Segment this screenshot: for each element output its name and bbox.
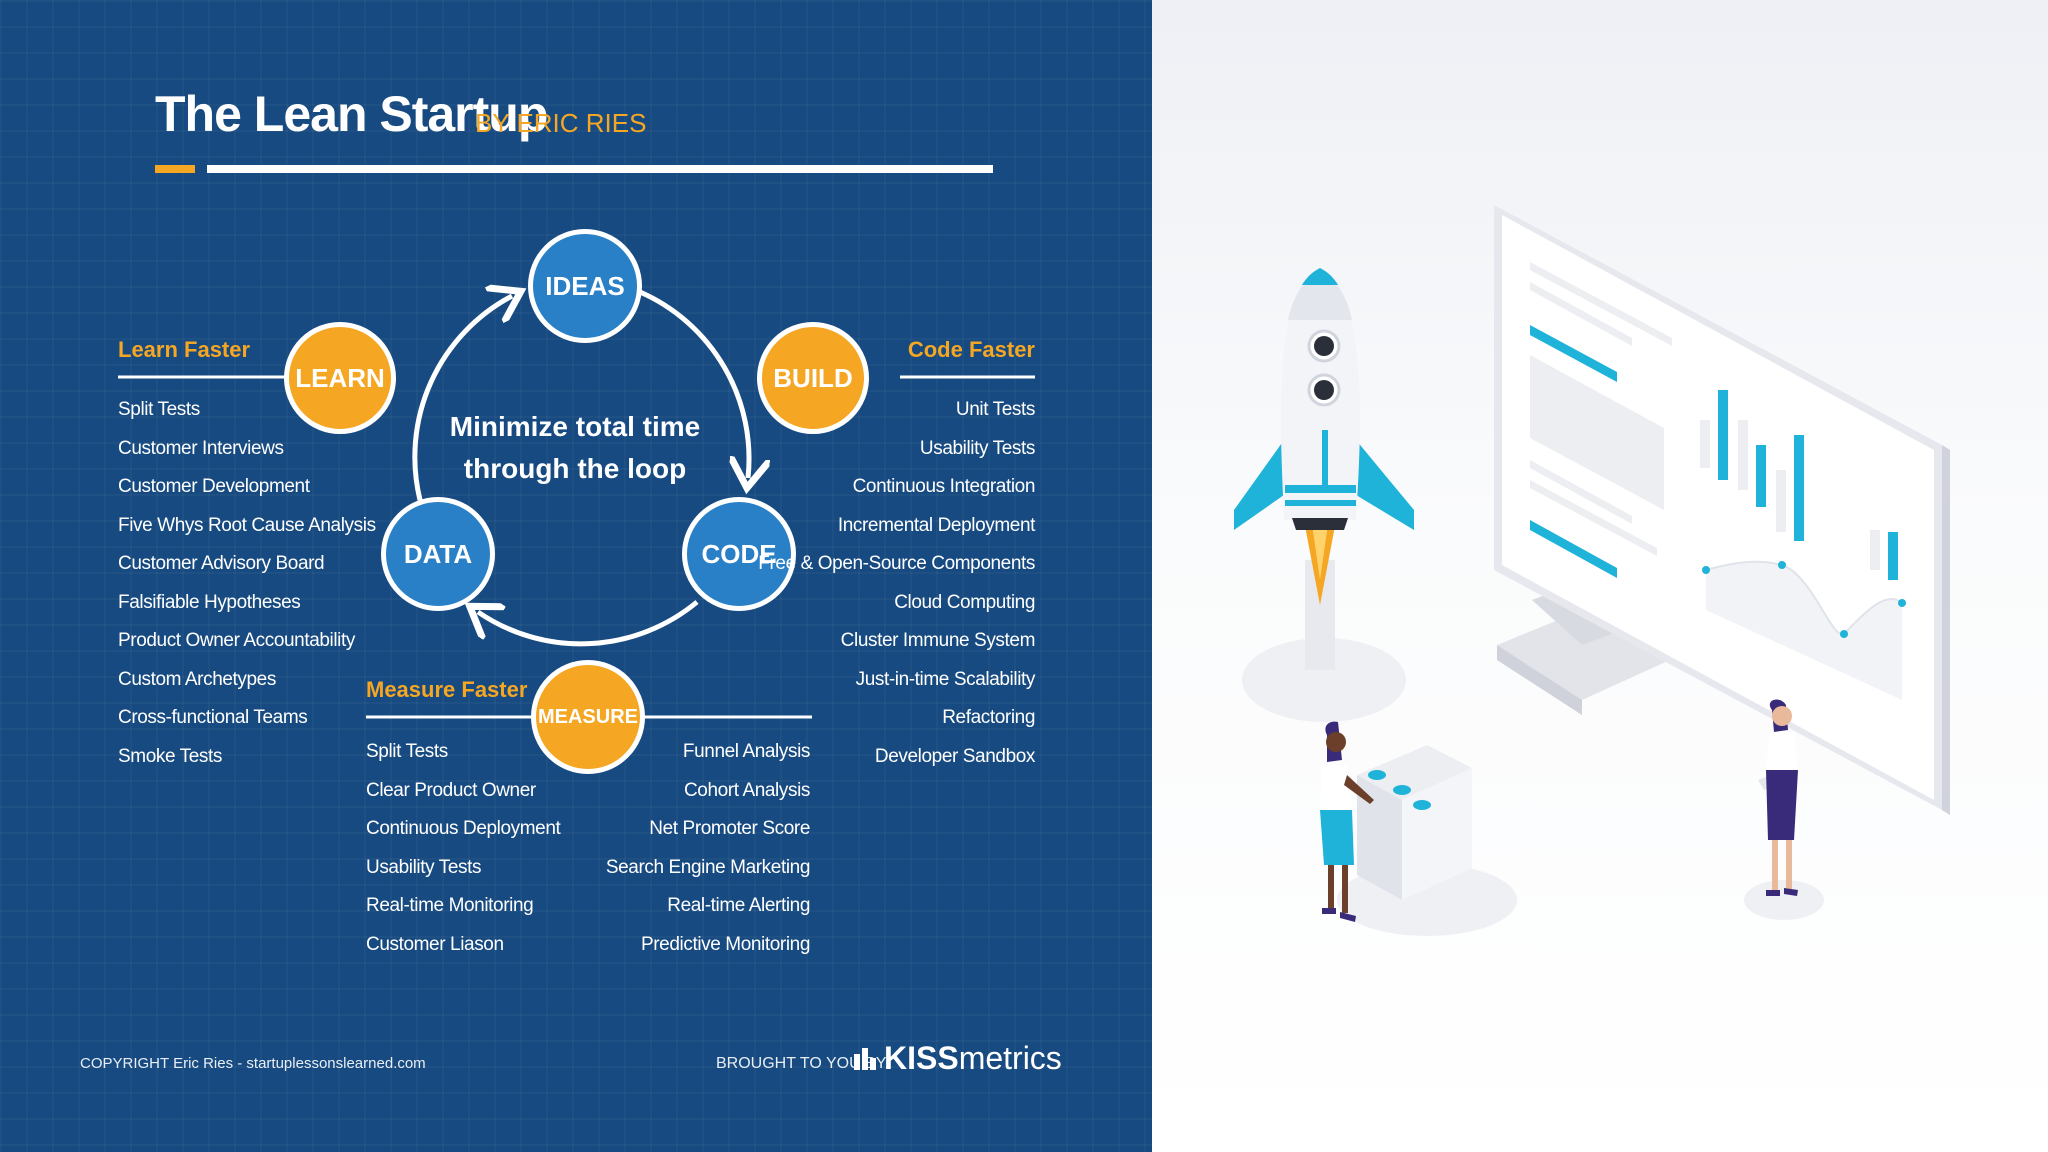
list-item: Net Promoter Score <box>649 818 810 839</box>
arrow-data-to-ideas <box>412 296 512 501</box>
brand-light: metrics <box>958 1040 1062 1076</box>
startup-illustration <box>1234 205 1950 936</box>
monitor-illustration <box>1494 205 1950 815</box>
center-line-2: through the loop <box>463 453 687 484</box>
list-item: Real-time Monitoring <box>366 895 534 916</box>
list-item: Just-in-time Scalability <box>855 668 1036 690</box>
list-item: Developer Sandbox <box>874 745 1035 767</box>
list-item: Cluster Immune System <box>840 630 1036 651</box>
list-item: Continuous Deployment <box>366 818 561 839</box>
infographic-title: The Lean Startup <box>155 86 548 142</box>
list-item: Continuous Integration <box>852 476 1036 497</box>
list-item: Customer Interviews <box>118 437 284 459</box>
list-item: Smoke Tests <box>118 745 223 767</box>
list-item: Customer Liason <box>366 933 504 955</box>
loop-node-code: CODE <box>682 497 796 611</box>
title-accent-bar <box>155 165 195 173</box>
list-item: Five Whys Root Cause Analysis <box>118 514 376 536</box>
arrow-code-to-data <box>478 600 699 647</box>
build-list: Unit Tests Usability Tests Continuous In… <box>758 391 1035 776</box>
list-item: Clear Product Owner <box>366 779 536 801</box>
measure-list-right: Funnel Analysis Cohort Analysis Net Prom… <box>605 733 811 964</box>
kissmetrics-logo-icon <box>854 1048 876 1070</box>
list-item: Usability Tests <box>366 856 482 878</box>
line-chart-icon <box>1702 560 1906 700</box>
loop-node-ideas: IDEAS <box>528 229 642 343</box>
loop-node-data: DATA <box>381 497 495 611</box>
center-line-1: Minimize total time <box>449 411 701 442</box>
measure-heading: Measure Faster <box>366 677 528 702</box>
infographic-byline: BY ERIC RIES <box>475 108 647 138</box>
rocket-illustration <box>1234 268 1414 722</box>
list-item: Falsifiable Hypotheses <box>118 591 301 613</box>
measure-badge: MEASURE <box>531 660 645 774</box>
control-panel-icon <box>1337 745 1517 936</box>
list-item: Unit Tests <box>955 399 1035 420</box>
kissmetrics-brand: KISSmetrics <box>884 1040 1062 1076</box>
woman-figure-left <box>1320 721 1374 922</box>
copyright-text: COPYRIGHT Eric Ries - startuplessonslear… <box>80 1055 426 1072</box>
brand-bold: KISS <box>884 1040 959 1076</box>
list-item: Search Engine Marketing <box>605 856 811 878</box>
list-item: Customer Development <box>118 476 310 497</box>
build-heading: Code Faster <box>907 337 1035 362</box>
build-badge: BUILD <box>757 322 869 434</box>
list-item: Cohort Analysis <box>683 779 810 801</box>
list-item: Funnel Analysis <box>682 741 810 762</box>
list-item: Cloud Computing <box>894 591 1035 613</box>
startup-illustration-panel <box>1152 0 2048 1152</box>
woman-figure-right <box>1744 699 1824 920</box>
learn-list: Split Tests Customer Interviews Customer… <box>118 391 376 776</box>
title-underline <box>207 165 993 173</box>
list-item: Incremental Deployment <box>837 514 1036 536</box>
list-item: Predictive Monitoring <box>640 933 810 955</box>
list-item: Real-time Alerting <box>667 895 810 916</box>
arrow-ideas-to-code <box>638 289 749 478</box>
list-item: Free & Open-Source Components <box>758 553 1035 574</box>
learn-badge: LEARN <box>284 322 396 434</box>
measure-list-left: Split Tests Clear Product Owner Continuo… <box>366 733 561 964</box>
list-item: Cross-functional Teams <box>118 707 308 728</box>
list-item: Refactoring <box>942 707 1035 728</box>
loop-center-text: Minimize total time through the loop <box>440 406 710 490</box>
list-item: Usability Tests <box>919 437 1035 459</box>
list-item: Customer Advisory Board <box>118 553 325 574</box>
lean-startup-infographic: The Lean Startup BY ERIC RIES IDEAS CODE… <box>0 0 1152 1152</box>
list-item: Product Owner Accountability <box>118 630 355 651</box>
list-item: Custom Archetypes <box>118 668 276 690</box>
bar-chart-icon <box>1700 390 1898 580</box>
list-item: Split Tests <box>118 399 200 420</box>
learn-heading: Learn Faster <box>118 337 251 362</box>
list-item: Split Tests <box>366 741 448 762</box>
brought-to-you-text: BROUGHT TO YOU BY <box>716 1055 887 1072</box>
